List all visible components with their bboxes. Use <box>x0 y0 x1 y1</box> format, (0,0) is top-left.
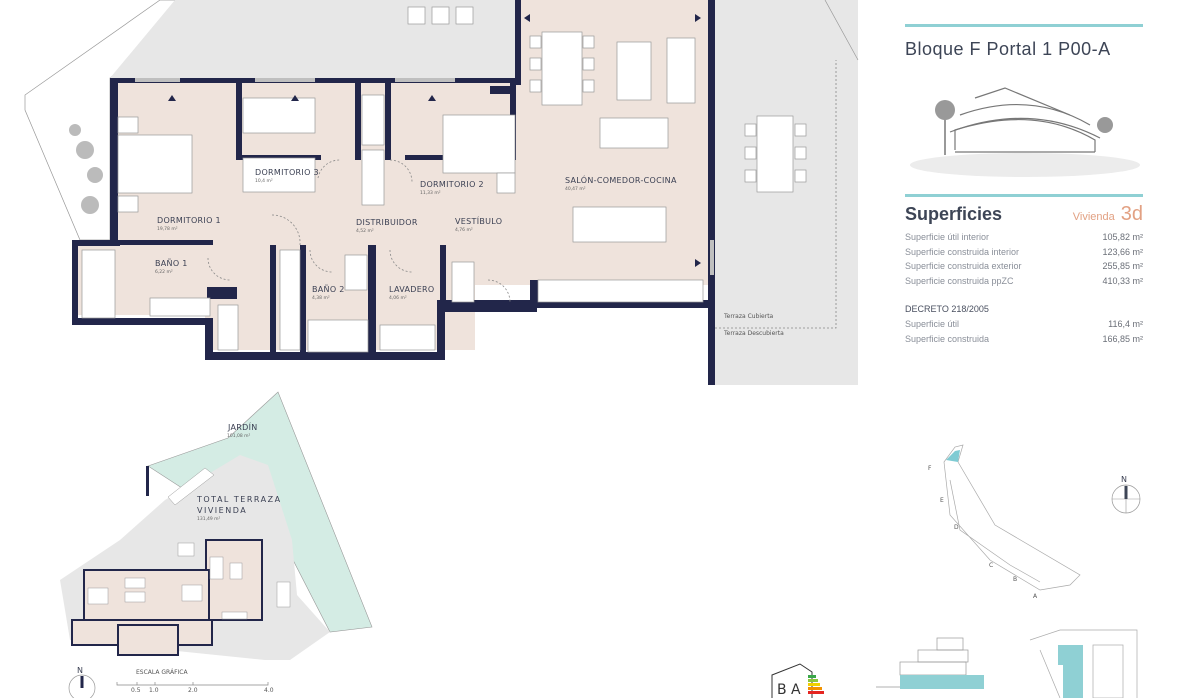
divider <box>905 194 1143 197</box>
block-label: C <box>989 562 993 569</box>
surface-value: 255,85 m² <box>1102 261 1143 271</box>
surface-label: Superficie construida interior <box>905 246 1020 257</box>
room-area-distribuidor: 4,52 m² <box>356 228 374 234</box>
location-diagram <box>1029 629 1138 698</box>
surface-label: Superficie construida exterior <box>905 261 1022 271</box>
decreto-row: Superficie útil 116,4 m² <box>905 319 1143 334</box>
jardin-label: JARDÍN <box>227 421 258 432</box>
furniture <box>81 31 704 353</box>
room-name-salon: SALÓN-COMEDOR-COCINA <box>565 174 677 185</box>
page-title: Bloque F Portal 1 P00-A <box>905 39 1111 59</box>
key-north-label: N <box>1121 475 1127 484</box>
windows <box>135 78 714 275</box>
surface-value: 116,4 m² <box>1108 319 1143 329</box>
block-label: A <box>1033 593 1038 600</box>
site-plan <box>60 391 373 660</box>
terraza-total-area: 131,49 m² <box>197 516 221 522</box>
room-name-dormitorio-1: DORMITORIO 1 <box>157 216 221 225</box>
terraza-descubierta-label: Terraza Descubierta <box>723 330 784 337</box>
surface-value: 166,85 m² <box>1102 333 1143 344</box>
surface-row: Superficie construida interior 123,66 m² <box>905 247 1143 262</box>
north-label: N <box>77 666 83 675</box>
view-arrows <box>168 14 701 267</box>
info-panel: Bloque F Portal 1 P00-A Superficies Vivi… <box>905 24 1143 348</box>
room-name-distribuidor: DISTRIBUIDOR <box>356 218 418 227</box>
terraza-total-label-line1: TOTAL TERRAZA <box>196 495 282 504</box>
scale-tick: 0.5 <box>131 687 141 694</box>
key-north-arrow-icon <box>1111 484 1141 514</box>
terraza-cubierta-label: Terraza Cubierta <box>723 313 774 320</box>
room-area-lavadero: 4,06 m² <box>389 295 407 301</box>
key-plan <box>943 444 1081 591</box>
vivienda-label: Vivienda <box>1072 211 1115 223</box>
energy-rating-letter: B <box>777 682 787 698</box>
surface-value: 410,33 m² <box>1102 275 1143 286</box>
terrace-chairs <box>407 6 474 25</box>
room-name-bano-2: BAÑO 2 <box>312 284 345 294</box>
room-name-lavadero: LAVADERO <box>389 285 435 294</box>
key-plan-highlight <box>946 450 960 462</box>
surface-value: 105,82 m² <box>1102 232 1143 242</box>
room-area-bano-1: 6,22 m² <box>155 269 173 275</box>
surface-label: Superficie construida ppZC <box>905 275 1014 286</box>
scale-bar <box>116 682 269 686</box>
room-name-dormitorio-3: DORMITORIO 3 <box>255 168 319 177</box>
block-label: F <box>928 465 932 472</box>
energy-rating-icon <box>771 663 824 698</box>
terraza-total-label-line2: VIVIENDA <box>197 506 247 515</box>
surface-row: Superficie construida ppZC 410,33 m² <box>905 276 1143 291</box>
surface-label: Superficie útil <box>905 319 960 329</box>
superficies-title: Superficies <box>905 204 1003 224</box>
scale-tick: 1.0 <box>149 687 159 694</box>
surface-row: Superficie útil interior 105,82 m² <box>905 232 1143 247</box>
room-area-dormitorio-1: 19,78 m² <box>157 226 178 232</box>
room-name-bano-1: BAÑO 1 <box>155 258 188 268</box>
surface-label: Superficie útil interior <box>905 232 990 242</box>
room-area-dormitorio-3: 10,4 m² <box>255 178 273 184</box>
building-illustration <box>905 70 1143 188</box>
vivienda-type: 3d <box>1120 203 1143 225</box>
block-label: E <box>940 497 944 504</box>
block-label: B <box>1013 576 1017 583</box>
plants <box>69 124 103 214</box>
north-arrow-icon <box>68 674 96 698</box>
room-area-salon: 40,47 m² <box>565 186 586 192</box>
decreto-row: Superficie construida 166,85 m² <box>905 334 1143 349</box>
right-terrace <box>715 0 858 385</box>
scale-tick: 2.0 <box>188 687 198 694</box>
terrace-dining-table <box>744 115 807 193</box>
energy-rating-letter: A <box>791 682 801 698</box>
section-highlight <box>900 675 984 689</box>
surface-row: Superficie construida exterior 255,85 m² <box>905 261 1143 276</box>
room-area-vestibulo: 4,76 m² <box>455 227 473 233</box>
divider <box>905 24 1143 27</box>
room-area-dormitorio-2: 11,33 m² <box>420 190 441 196</box>
door-swings <box>207 159 511 303</box>
room-area-bano-2: 4,38 m² <box>312 295 330 301</box>
room-name-dormitorio-2: DORMITORIO 2 <box>420 180 484 189</box>
location-highlight <box>1058 645 1083 698</box>
block-label: D <box>954 524 959 531</box>
decreto-title: DECRETO 218/2005 <box>905 304 989 314</box>
scale-title: ESCALA GRÁFICA <box>136 669 188 676</box>
surface-label: Superficie construida <box>905 333 990 344</box>
room-name-vestibulo: VESTÍBULO <box>455 215 502 226</box>
jardin-area: 101,08 m² <box>227 433 251 439</box>
scale-tick: 4.0 <box>264 687 274 694</box>
surface-value: 123,66 m² <box>1102 246 1143 257</box>
